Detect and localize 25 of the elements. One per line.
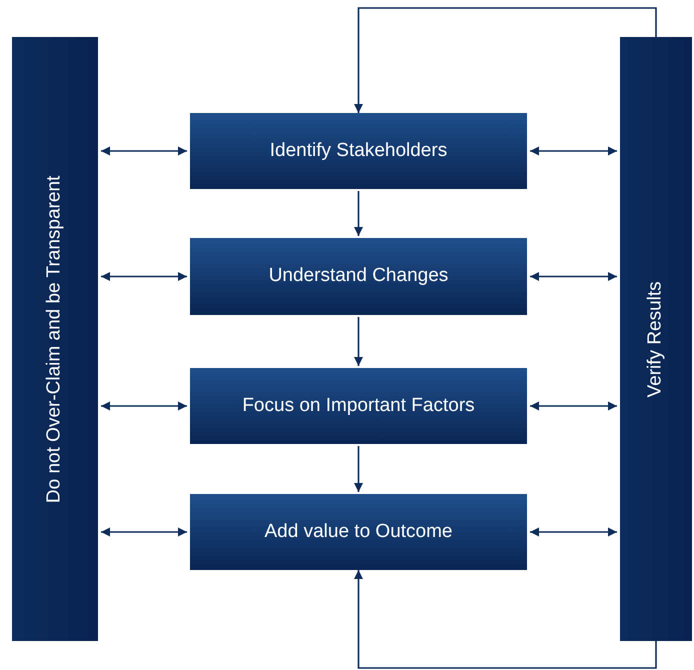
arrow [530,272,617,281]
arrow [101,272,187,281]
banner-label: Verify Results [644,280,667,398]
arrow [530,402,617,410]
banner-label: Do not Over-Claim and be Transparent [44,175,66,503]
arrow [101,402,187,410]
arrow [354,7,657,113]
step-label: Focus on Important Factors [242,394,475,418]
process-box [190,238,527,315]
arrow [530,146,617,156]
step-label: Understand Changes [268,265,448,288]
process-box [190,113,527,189]
arrow [530,528,617,536]
step-label: Identify Stakeholders [270,140,448,162]
process-box [190,494,527,570]
process-box [190,368,527,444]
arrow [354,191,363,236]
arrow [354,317,363,366]
arrow [354,446,363,492]
arrow [354,570,657,669]
arrow [101,528,187,536]
vertical-banner [620,37,692,641]
vertical-banner [12,37,98,641]
arrow [101,146,187,156]
step-label: Add value to Outcome [264,520,452,544]
